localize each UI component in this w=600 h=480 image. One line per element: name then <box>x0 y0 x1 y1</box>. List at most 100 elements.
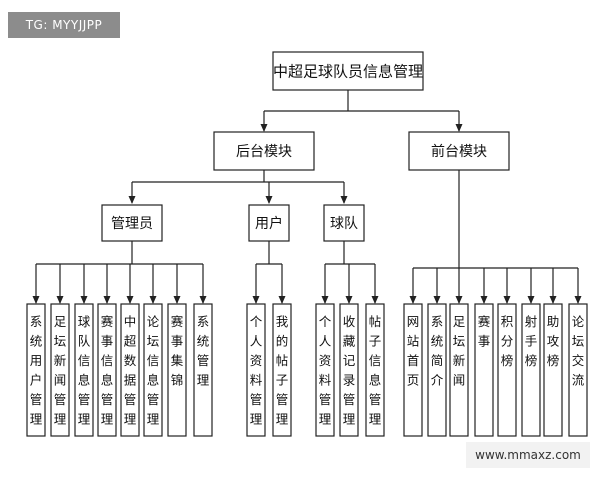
back-module-node: 后台模块 <box>213 131 315 171</box>
front-leaf-4-label: 积分榜 <box>501 314 514 368</box>
admin-leaf-3-label: 赛事信息管理 <box>101 314 114 427</box>
front-leaf-7: 论坛交流 <box>568 303 588 437</box>
admin-leaf-0: 系统用户管理 <box>26 303 46 437</box>
admin-leaf-0-box <box>26 303 46 437</box>
front-leaf-0: 网站首页 <box>403 303 423 437</box>
role-node-0-label: 管理员 <box>111 216 153 232</box>
front-leaf-0-label: 网站首页 <box>407 314 420 388</box>
admin-leaf-arrow-6 <box>173 296 181 304</box>
user-leaf-arrow-1 <box>278 296 286 304</box>
team-leaf-0: 个人资料管理 <box>315 303 335 437</box>
front-leaf-3: 赛事 <box>474 303 494 437</box>
user-leaf-0-label: 个人资料管理 <box>250 314 263 427</box>
team-leaf-2: 帖子信息管理 <box>365 303 385 437</box>
team-leaf-1-box <box>339 303 359 437</box>
admin-leaf-1-label: 足坛新闻管理 <box>54 314 67 427</box>
admin-leaf-4-box <box>120 303 140 437</box>
front-leaf-3-label: 赛事 <box>478 314 491 349</box>
tg-tag: TG: MYYJJPP <box>8 12 120 38</box>
user-leaf-0-box <box>246 303 266 437</box>
role-arrow-2 <box>340 196 348 204</box>
admin-leaf-arrow-5 <box>149 296 157 304</box>
role-node-1-box <box>248 204 290 242</box>
front-leaf-arrow-7 <box>574 296 582 304</box>
front-leaf-6-box <box>543 303 563 437</box>
front-leaf-6-label: 助攻榜 <box>547 314 560 368</box>
admin-leaf-4-label: 中超数据管理 <box>124 314 137 427</box>
admin-leaf-6: 赛事集锦 <box>167 303 187 437</box>
front-leaf-3-box <box>474 303 494 437</box>
front-leaf-arrow-3 <box>480 296 488 304</box>
team-leaf-0-box <box>315 303 335 437</box>
admin-leaf-1-box <box>50 303 70 437</box>
admin-leaf-6-box <box>167 303 187 437</box>
role-arrow-1 <box>265 196 273 204</box>
role-arrow-0 <box>128 196 136 204</box>
admin-leaf-5: 论坛信息管理 <box>143 303 163 437</box>
front-leaf-0-box <box>403 303 423 437</box>
front-leaf-arrow-4 <box>503 296 511 304</box>
front-leaf-2: 足坛新闻 <box>449 303 469 437</box>
front-leaf-5-box <box>521 303 541 437</box>
front-leaf-6: 助攻榜 <box>543 303 563 437</box>
team-leaf-arrow-2 <box>371 296 379 304</box>
admin-leaf-2-box <box>74 303 94 437</box>
front-module-node-label: 前台模块 <box>431 143 487 160</box>
user-leaf-arrow-0 <box>252 296 260 304</box>
admin-leaf-2: 球队信息管理 <box>74 303 94 437</box>
team-leaf-arrow-1 <box>345 296 353 304</box>
front-leaf-2-label: 足坛新闻 <box>453 314 466 388</box>
admin-leaf-2-label: 球队信息管理 <box>78 314 91 427</box>
root-node-label: 中超足球队员信息管理 <box>273 62 423 80</box>
admin-leaf-arrow-0 <box>32 296 40 304</box>
admin-leaf-6-label: 赛事集锦 <box>171 314 184 388</box>
front-leaf-arrow-6 <box>549 296 557 304</box>
role-node-2-box <box>323 204 365 242</box>
front-leaf-7-box <box>568 303 588 437</box>
user-leaf-1-label: 我的帖子管理 <box>276 314 289 427</box>
role-node-2-label: 球队 <box>330 216 358 232</box>
user-leaf-1: 我的帖子管理 <box>272 303 292 437</box>
admin-leaf-7-label: 系统管理 <box>197 314 210 388</box>
admin-leaf-arrow-1 <box>56 296 64 304</box>
root-node-box <box>272 51 424 91</box>
role-node-1: 用户 <box>248 204 290 242</box>
role-node-2: 球队 <box>323 204 365 242</box>
admin-leaf-arrow-3 <box>103 296 111 304</box>
team-leaf-arrow-0 <box>321 296 329 304</box>
admin-leaf-7: 系统管理 <box>193 303 213 437</box>
watermark: www.mmaxz.com <box>466 442 590 468</box>
role-node-1-label: 用户 <box>255 215 283 232</box>
front-leaf-1-label: 系统简介 <box>431 314 444 388</box>
front-leaf-2-box <box>449 303 469 437</box>
front-leaf-arrow-0 <box>409 296 417 304</box>
admin-leaf-arrow-2 <box>80 296 88 304</box>
back-module-arrow <box>260 124 268 132</box>
front-leaf-arrow-2 <box>455 296 463 304</box>
admin-leaf-5-box <box>143 303 163 437</box>
admin-leaf-3: 赛事信息管理 <box>97 303 117 437</box>
front-leaf-1: 系统简介 <box>427 303 447 437</box>
admin-leaf-3-box <box>97 303 117 437</box>
admin-leaf-arrow-4 <box>126 296 134 304</box>
front-leaf-5-label: 射手榜 <box>525 314 538 368</box>
admin-leaf-7-box <box>193 303 213 437</box>
back-module-node-box <box>213 131 315 171</box>
front-module-arrow <box>455 124 463 132</box>
user-leaf-1-box <box>272 303 292 437</box>
admin-leaf-4: 中超数据管理 <box>120 303 140 437</box>
team-leaf-1-label: 收藏记录管理 <box>343 314 356 427</box>
front-leaf-arrow-5 <box>527 296 535 304</box>
admin-leaf-0-label: 系统用户管理 <box>30 314 43 427</box>
root-node: 中超足球队员信息管理 <box>272 51 424 91</box>
admin-leaf-arrow-7 <box>199 296 207 304</box>
front-leaf-7-label: 论坛交流 <box>572 314 585 388</box>
front-leaf-1-box <box>427 303 447 437</box>
team-leaf-1: 收藏记录管理 <box>339 303 359 437</box>
front-leaf-4-box <box>497 303 517 437</box>
role-node-0: 管理员 <box>101 204 163 242</box>
front-module-node: 前台模块 <box>408 131 510 171</box>
front-leaf-5: 射手榜 <box>521 303 541 437</box>
user-leaf-0: 个人资料管理 <box>246 303 266 437</box>
